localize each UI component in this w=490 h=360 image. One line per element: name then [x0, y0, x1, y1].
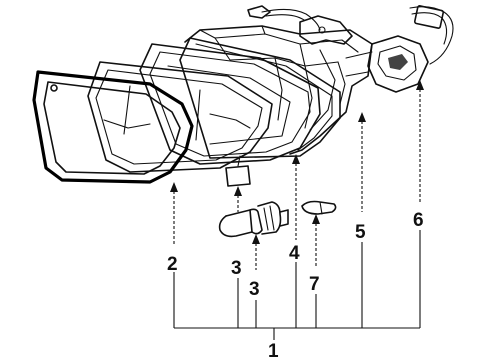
callout-5: 5 — [355, 222, 366, 243]
leader-lines — [170, 80, 424, 340]
small-bulb — [301, 200, 337, 215]
wiring-harness — [247, 5, 454, 65]
lamp-lens — [87, 61, 273, 173]
lamp-housing — [184, 15, 373, 155]
lower-bracket — [225, 155, 251, 187]
connector-socket — [345, 35, 429, 93]
callout-7: 7 — [309, 274, 320, 295]
outer-bezel — [32, 70, 194, 184]
callout-labels: 2 3 3 4 5 6 7 1 — [167, 210, 424, 360]
lamp-frame-rear — [179, 37, 341, 159]
callout-6: 6 — [413, 210, 424, 231]
callout-1: 1 — [268, 341, 279, 360]
callout-3-bulb: 3 — [249, 279, 260, 300]
callout-4: 4 — [289, 243, 300, 264]
callout-3-bracket: 3 — [231, 258, 242, 279]
reflector-unit — [139, 43, 321, 165]
callout-2: 2 — [167, 254, 178, 275]
bulb — [218, 201, 289, 238]
